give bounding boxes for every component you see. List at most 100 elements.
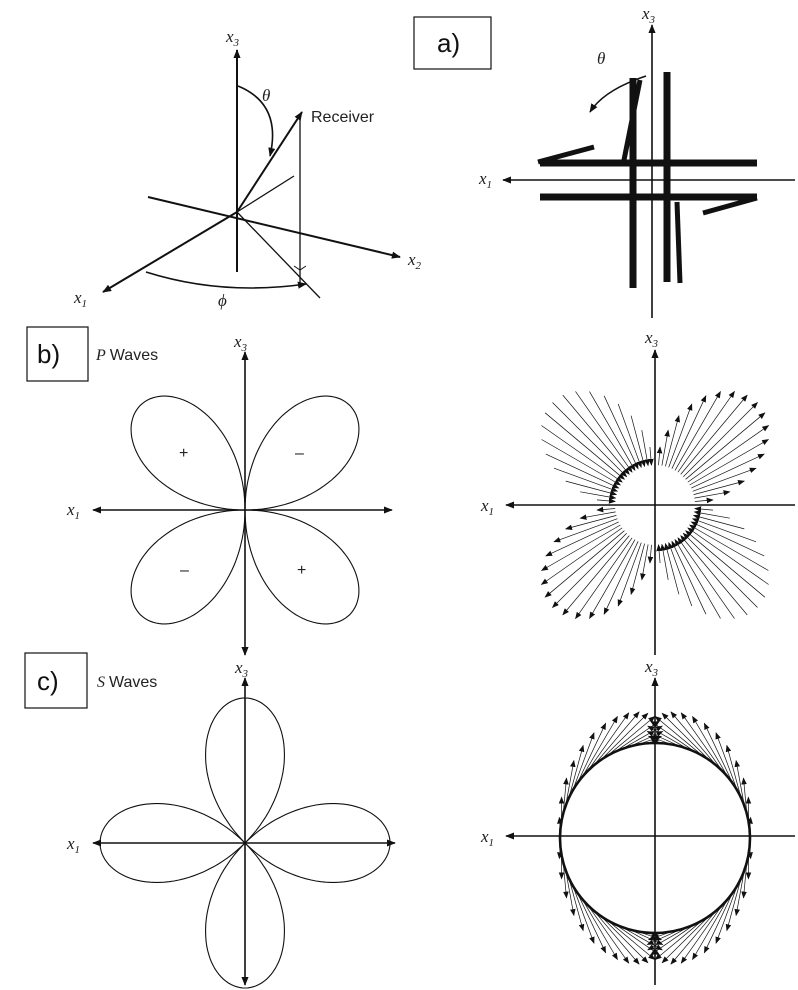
s-motion-arrow [647, 725, 688, 750]
p-motion-arrow [640, 544, 649, 581]
s-motion-arrow [646, 731, 680, 747]
s-motion-arrow [670, 711, 717, 766]
s-lobe [244, 803, 391, 883]
s-motion-arrow [725, 878, 742, 932]
p-motion-arrow [553, 467, 619, 492]
p-motion-arrow [693, 480, 745, 495]
p-motion-arrow [691, 453, 765, 489]
p-motion-arrow [562, 394, 630, 475]
p-motion-arrow [665, 415, 680, 467]
s-motion-arrow [565, 759, 576, 806]
panel-b-label: b) [37, 339, 60, 369]
p-motion-arrow [603, 541, 639, 615]
p-motion-arrow [671, 540, 707, 615]
s-lobe [205, 697, 285, 844]
s-arrow-x1-label: x1 [480, 827, 494, 849]
fault-theta-arc [589, 75, 647, 113]
s-motion-arrow [647, 926, 688, 951]
horizontal-projection [236, 211, 321, 299]
s-motion-arrow [581, 898, 618, 961]
p-motion-arrow [682, 532, 758, 608]
p-lobe [130, 395, 246, 511]
s-motion-arrow [734, 870, 745, 917]
p-motion-arrow [552, 533, 627, 608]
p-motion-arrow [674, 538, 721, 619]
s-motion-arrow [593, 711, 640, 766]
s-motion-arrow [622, 926, 663, 951]
s-motion-arrow [692, 715, 729, 778]
s-lobe [205, 842, 285, 989]
p-motion-arrow [694, 506, 714, 512]
s-motion-arrow [649, 720, 696, 753]
p-motion-arrow [656, 544, 662, 564]
fault-x3-label: x3 [641, 4, 656, 26]
source-geometry-diagram [102, 49, 401, 299]
s-lobe [99, 803, 246, 883]
theta-arc [237, 85, 276, 157]
s-motion-arrow [562, 862, 569, 899]
s-motion-arrow [622, 725, 663, 750]
p-motion-arrow [630, 543, 645, 595]
fault-x1-label: x1 [478, 169, 492, 191]
p-motion-arrow [694, 497, 714, 504]
p-motion-arrow [580, 491, 617, 500]
s-motion-arrow [576, 722, 607, 784]
p-motion-arrow [544, 412, 625, 480]
p-x3-label: x3 [233, 332, 248, 354]
fault-hook-top [621, 79, 643, 161]
x2-axis [147, 196, 401, 259]
s-motion-arrow [747, 846, 753, 860]
p-sign-upper-right: – [295, 445, 304, 462]
s-motion-arrow [654, 920, 703, 961]
s-motion-arrow [647, 931, 672, 941]
fault-plane-diagram [502, 24, 795, 318]
p-motion-arrow [687, 425, 770, 483]
s-motion-arrow [581, 715, 618, 778]
phi-label: ϕ [218, 291, 227, 310]
p-motion-arrow [575, 537, 633, 620]
panel-a-label-box: a) [413, 16, 492, 70]
theta-label: θ [262, 86, 270, 105]
receiver-vector [236, 111, 303, 213]
p-motion-arrow [630, 415, 646, 468]
s-motion-arrow [572, 732, 595, 791]
s-motion-arrow [565, 870, 576, 917]
p-motion-arrow [692, 467, 757, 492]
s-motion-arrow [568, 878, 585, 932]
p-motion-arrow [647, 544, 654, 564]
fault-hook-left [537, 144, 595, 165]
x1-axis [102, 211, 238, 293]
p-motion-arrow [540, 527, 623, 585]
p-motion-arrow [656, 446, 663, 466]
s-motion-arrow [703, 892, 734, 954]
s-motion-arrow [715, 885, 738, 944]
panel-b-label-box: b) [26, 326, 89, 382]
s-motion-arrow [572, 885, 595, 944]
p-motion-arrow [664, 542, 680, 595]
p-motion-arrow [641, 430, 650, 467]
s-x3-label: x3 [234, 658, 249, 680]
p-lobe [244, 395, 360, 511]
p-sign-upper-left: + [179, 445, 188, 462]
p-motion-arrow [545, 453, 620, 489]
p-motion-arrow [688, 524, 769, 571]
p-motion-arrow [552, 402, 628, 478]
p-motion-arrow [694, 490, 731, 499]
s-motion-arrow [562, 777, 569, 814]
s-wave-arrow-pattern [505, 677, 795, 985]
p-motion-arrow [687, 527, 769, 585]
p-wave-arrow-pattern [505, 349, 795, 655]
p-motion-arrow [668, 403, 693, 468]
fault-theta-label: θ [597, 49, 605, 68]
s-motion-arrow [741, 777, 748, 814]
p-motion-arrow [661, 429, 670, 466]
p-motion-arrow [603, 395, 639, 470]
s-motion-arrow [576, 892, 607, 954]
s-motion-arrow [734, 759, 745, 806]
panel-c-label-box: c) [24, 652, 88, 709]
s-motion-arrow [646, 929, 680, 945]
p-motion-arrow [589, 539, 636, 620]
s-motion-arrow [649, 923, 696, 956]
p-motion-arrow [660, 543, 669, 580]
